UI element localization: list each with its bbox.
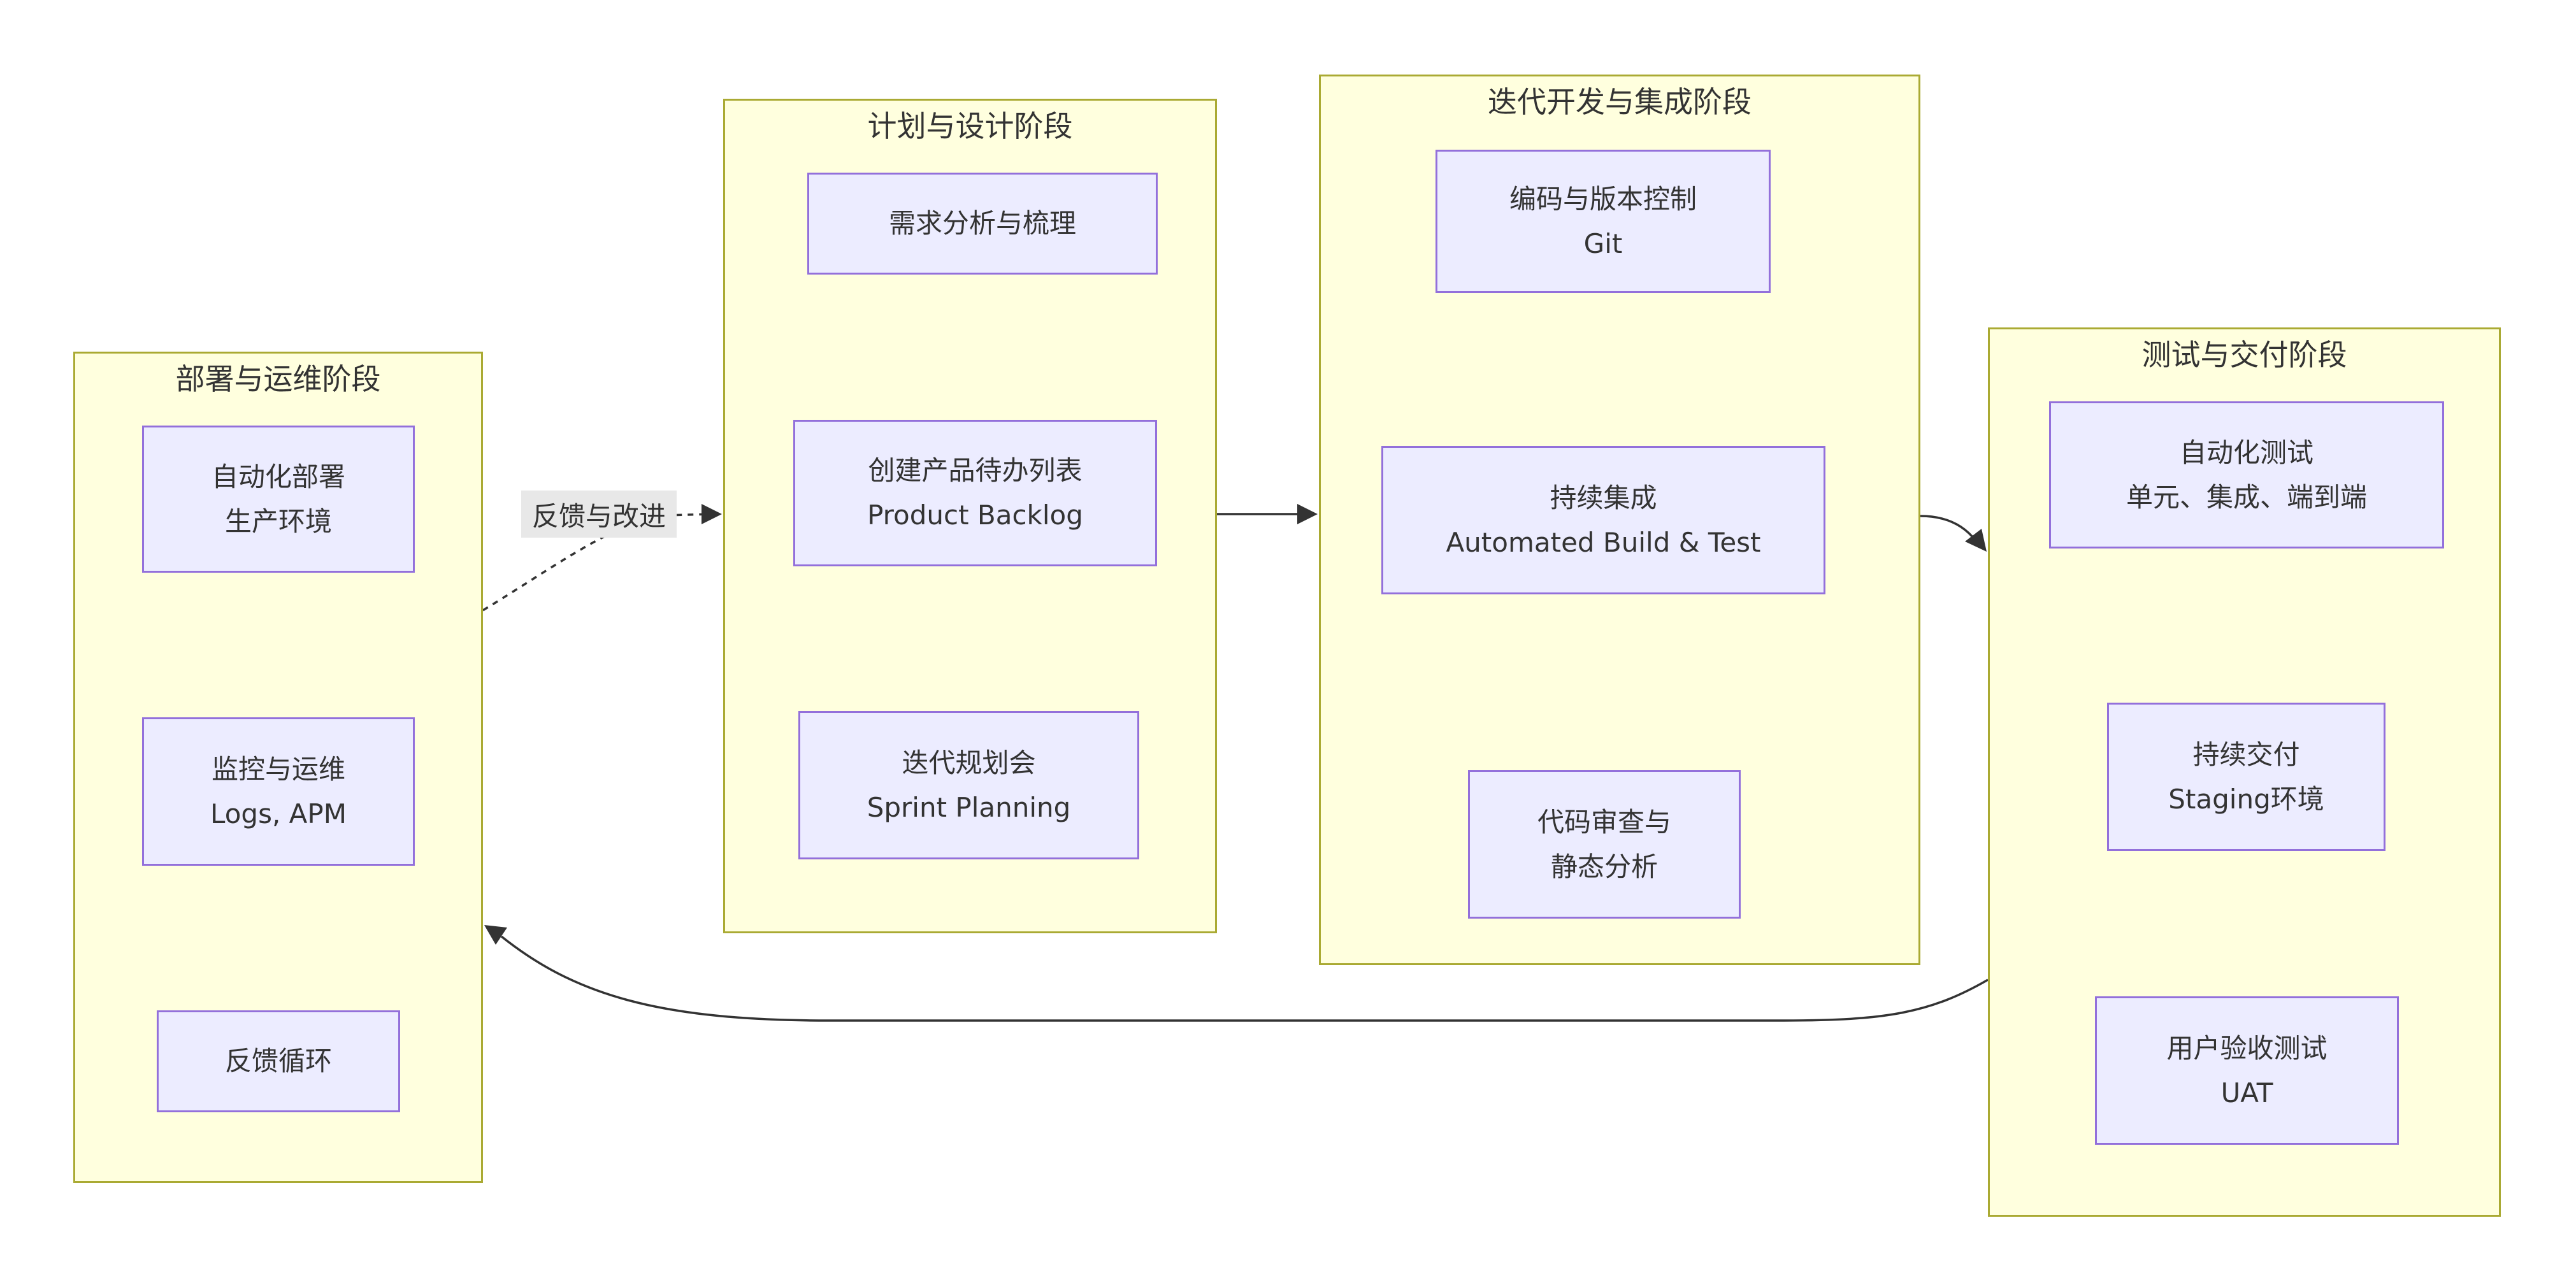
arrowhead-dev-to-test [1965,529,1987,552]
node-sprint-planning: 迭代规划会 Sprint Planning [798,711,1139,859]
node-sprint-planning-line2: Sprint Planning [867,791,1071,823]
stage-deploy-ops-title: 部署与运维阶段 [175,362,381,396]
node-feedback-loop-line1: 反馈循环 [224,1045,332,1077]
node-product-backlog-line1: 创建产品待办列表 [868,455,1083,486]
stage-test-delivery-title: 测试与交付阶段 [2141,338,2347,372]
edge-dev-to-test [1920,515,1977,542]
node-coding-vcs-line1: 编码与版本控制 [1509,183,1697,215]
node-product-backlog-line2: Product Backlog [867,499,1083,531]
node-automated-testing-line2: 单元、集成、端到端 [2126,481,2367,513]
node-continuous-integration: 持续集成 Automated Build & Test [1381,446,1825,594]
stage-dev-integration-title: 迭代开发与集成阶段 [1488,85,1752,119]
node-auto-deploy-line2: 生产环境 [224,505,332,537]
node-uat-line1: 用户验收测试 [2166,1032,2328,1064]
stage-plan-design-title: 计划与设计阶段 [867,109,1073,143]
node-feedback-loop: 反馈循环 [157,1010,400,1112]
node-continuous-integration-line2: Automated Build & Test [1446,526,1761,558]
arrowhead-test-to-deploy [484,925,507,945]
arrowhead-feedback-improve [702,504,722,524]
node-coding-vcs: 编码与版本控制 Git [1436,150,1771,293]
node-continuous-integration-line1: 持续集成 [1550,482,1657,513]
node-uat: 用户验收测试 UAT [2095,996,2399,1145]
node-code-review-line1: 代码审查与 [1537,806,1671,838]
node-continuous-delivery: 持续交付 Staging环境 [2107,703,2385,851]
node-continuous-delivery-line1: 持续交付 [2192,738,2300,770]
node-uat-line2: UAT [2220,1077,2273,1108]
node-requirements-analysis-line1: 需求分析与梳理 [888,208,1076,239]
node-automated-testing: 自动化测试 单元、集成、端到端 [2049,401,2444,548]
node-code-review: 代码审查与 静态分析 [1468,770,1741,919]
node-automated-testing-line1: 自动化测试 [2179,436,2313,468]
stage-plan-design: 计划与设计阶段 需求分析与梳理 创建产品待办列表 Product Backlog… [723,99,1217,933]
stage-deploy-ops: 部署与运维阶段 自动化部署 生产环境 监控与运维 Logs, APM 反馈循环 [73,352,483,1183]
node-code-review-line2: 静态分析 [1550,850,1658,882]
node-monitor-ops: 监控与运维 Logs, APM [142,717,415,866]
node-auto-deploy: 自动化部署 生产环境 [142,426,415,573]
stage-test-delivery: 测试与交付阶段 自动化测试 单元、集成、端到端 持续交付 Staging环境 用… [1988,327,2501,1217]
node-product-backlog: 创建产品待办列表 Product Backlog [793,420,1157,566]
node-sprint-planning-line1: 迭代规划会 [902,747,1036,778]
edge-label-feedback-improve: 反馈与改进 [521,491,677,538]
node-continuous-delivery-line2: Staging环境 [2168,783,2324,815]
node-monitor-ops-line1: 监控与运维 [211,753,345,785]
node-coding-vcs-line2: Git [1583,227,1623,259]
arrowhead-plan-to-dev [1297,504,1318,524]
node-requirements-analysis: 需求分析与梳理 [807,173,1158,275]
node-auto-deploy-line1: 自动化部署 [211,461,345,492]
node-monitor-ops-line2: Logs, APM [210,798,347,829]
stage-dev-integration: 迭代开发与集成阶段 编码与版本控制 Git 持续集成 Automated Bui… [1319,75,1920,965]
